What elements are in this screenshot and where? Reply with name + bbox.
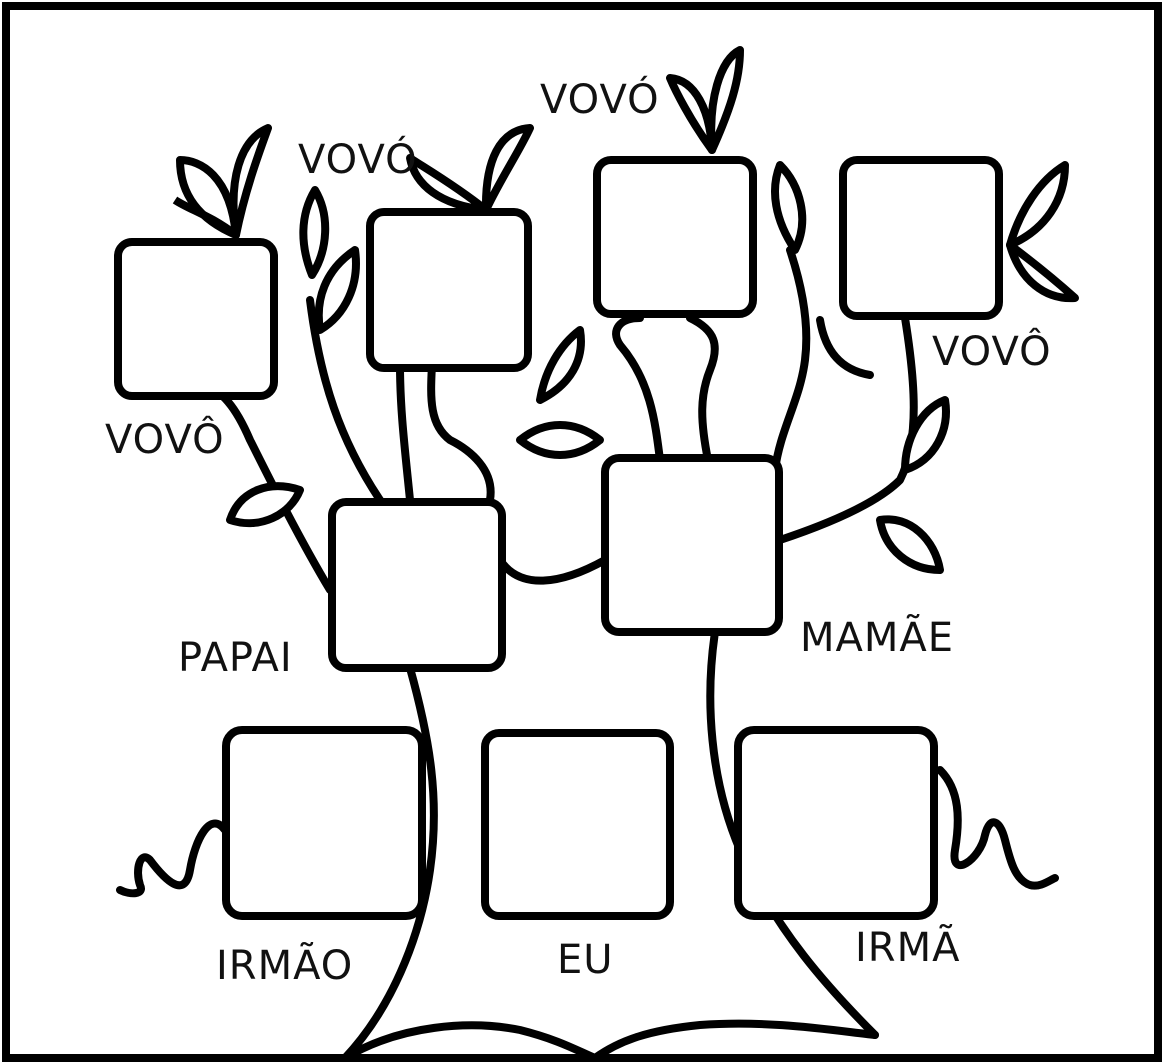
label-eu: EU <box>557 940 614 980</box>
photo-frames <box>118 160 999 916</box>
frame-eu <box>485 733 670 916</box>
label-papai: PAPAI <box>178 638 293 678</box>
label-vovo-top-left: VOVÓ <box>298 140 418 180</box>
label-irmao: IRMÃO <box>216 946 353 986</box>
frame-vovo-materno <box>843 160 999 316</box>
frame-vovo-paterno <box>118 242 274 396</box>
frame-irma <box>738 730 934 916</box>
label-vovo-top-center: VOVÓ <box>540 80 660 120</box>
frame-mamae <box>605 458 779 632</box>
label-vovo-right: VOVÔ <box>932 332 1052 372</box>
frame-irmao <box>226 730 422 916</box>
frame-vovo-materna <box>597 160 753 314</box>
label-mamae: MAMÃE <box>800 618 954 658</box>
frame-vovo-paterna <box>370 212 528 368</box>
frame-papai <box>332 502 502 668</box>
label-vovo-left: VOVÔ <box>105 420 225 460</box>
label-irma: IRMÃ <box>855 928 960 968</box>
